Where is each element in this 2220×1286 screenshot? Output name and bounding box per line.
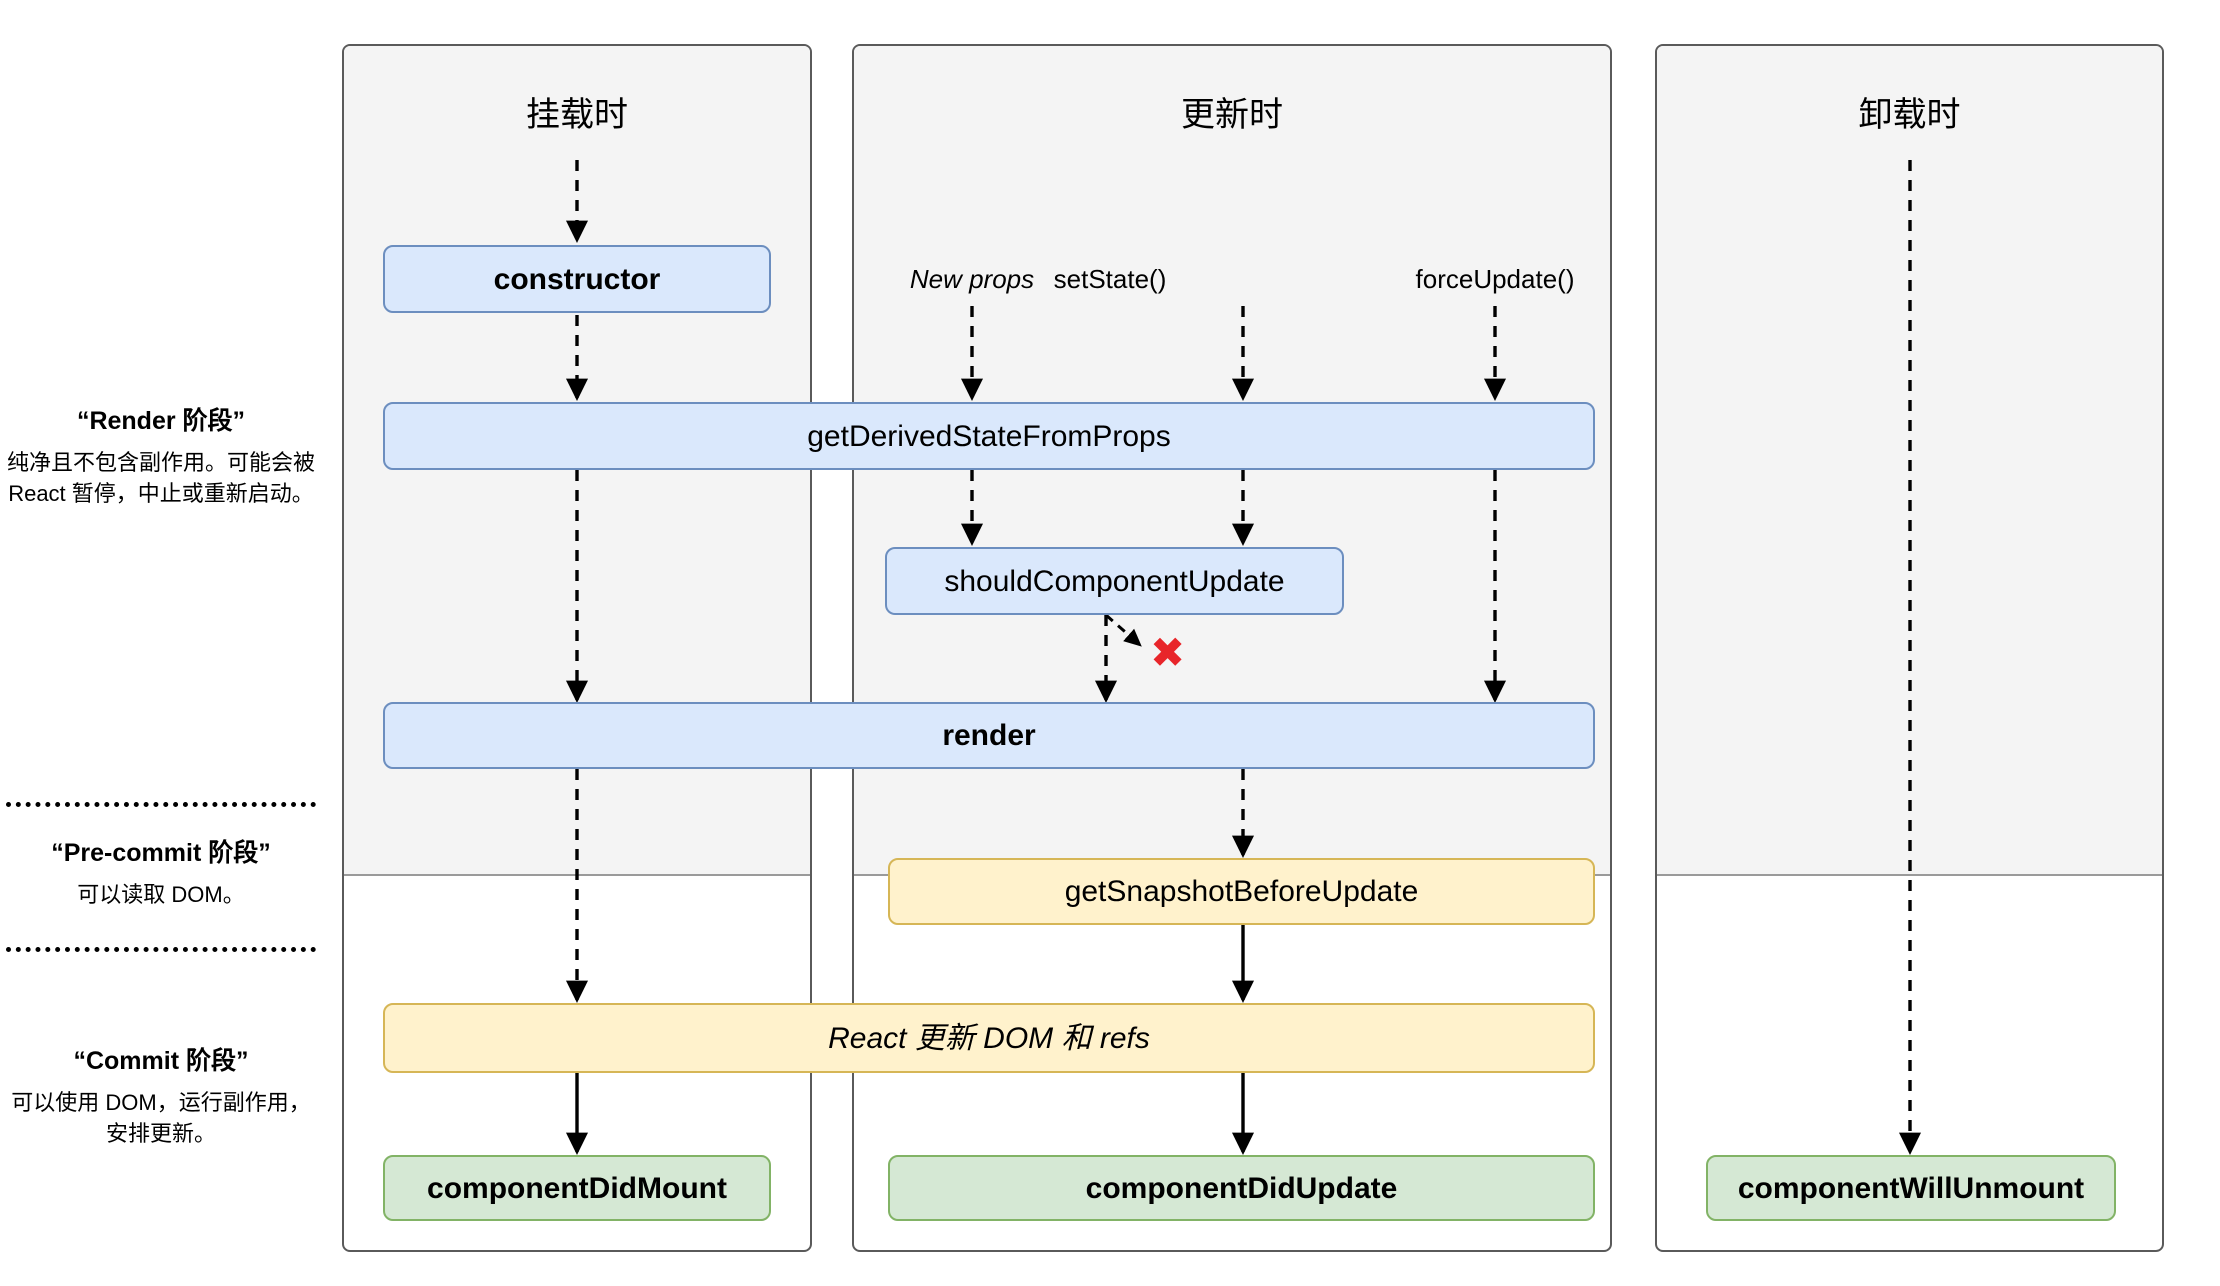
legend-render-phase-desc: 纯净且不包含副作用。可能会被 React 暂停，中止或重新启动。 (6, 450, 315, 507)
lifecycle-box-component-did-update[interactable]: componentDidUpdate (888, 1155, 1595, 1221)
lifecycle-box-constructor[interactable]: constructor (383, 245, 771, 313)
divider-render-precommit (6, 802, 316, 807)
unmounting-render-region (1657, 46, 2162, 876)
legend-pre-commit-phase-desc: 可以读取 DOM。 (77, 882, 245, 908)
column-title-mounting: 挂载时 (526, 96, 628, 134)
column-title-unmounting: 卸载时 (1858, 96, 1961, 134)
lifecycle-box-react-updates-dom[interactable]: React 更新 DOM 和 refs (383, 1003, 1595, 1073)
lifecycle-box-get-derived-state-from-props[interactable]: getDerivedStateFromProps (383, 402, 1595, 470)
skip-update-x-icon: ✖ (1150, 628, 1186, 677)
divider-precommit-commit (6, 947, 316, 952)
legend-render-phase: “Render 阶段” 纯净且不包含副作用。可能会被 React 暂停，中止或重… (6, 406, 316, 510)
legend-commit-phase-title: “Commit 阶段” (73, 1047, 249, 1075)
trigger-set-state: setState() (1053, 264, 1167, 294)
legend-pre-commit-phase-title: “Pre-commit 阶段” (51, 839, 271, 867)
trigger-force-update: forceUpdate() (1415, 264, 1575, 294)
column-title-updating: 更新时 (1181, 96, 1283, 134)
lifecycle-box-component-did-mount[interactable]: componentDidMount (383, 1155, 771, 1221)
lifecycle-box-component-will-unmount[interactable]: componentWillUnmount (1706, 1155, 2116, 1221)
lifecycle-box-render[interactable]: render (383, 702, 1595, 769)
legend-pre-commit-phase: “Pre-commit 阶段” 可以读取 DOM。 (6, 838, 316, 910)
trigger-new-props: New props (909, 264, 1035, 294)
lifecycle-box-get-snapshot-before-update[interactable]: getSnapshotBeforeUpdate (888, 858, 1595, 925)
legend-commit-phase: “Commit 阶段” 可以使用 DOM，运行副作用，安排更新。 (6, 1046, 316, 1150)
lifecycle-box-should-component-update[interactable]: shouldComponentUpdate (885, 547, 1344, 615)
legend-render-phase-title: “Render 阶段” (76, 407, 246, 435)
phase-column-unmounting: 卸载时 (1655, 44, 2164, 1252)
legend-commit-phase-desc: 可以使用 DOM，运行副作用，安排更新。 (11, 1090, 311, 1147)
